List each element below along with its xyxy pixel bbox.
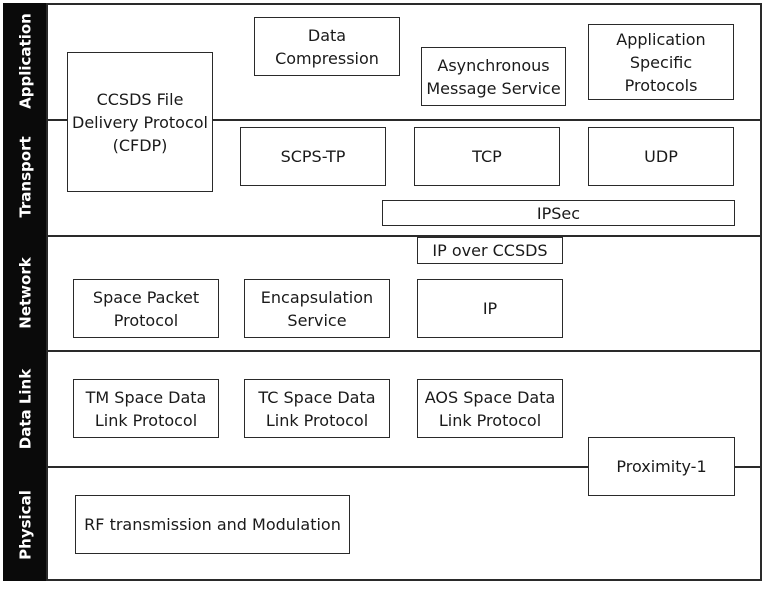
cfdp-box: CCSDS File Delivery Protocol (CFDP) (67, 52, 213, 192)
divider-application-transport (46, 119, 762, 121)
encapsulation-box: Encapsulation Service (244, 279, 390, 338)
layer-label-bar (3, 3, 46, 581)
tm-sdlp-box: TM Space Data Link Protocol (73, 379, 219, 438)
ip-box: IP (417, 279, 563, 338)
app-specific-label: Application Specific Protocols (616, 29, 706, 95)
tm-sdlp-label: TM Space Data Link Protocol (85, 387, 207, 430)
tc-sdlp-label: TC Space Data Link Protocol (258, 387, 376, 430)
rf-modulation-box: RF transmission and Modulation (75, 495, 350, 554)
proximity-1-box: Proximity-1 (588, 437, 735, 496)
aos-sdlp-label: AOS Space Data Link Protocol (424, 387, 556, 430)
udp-label: UDP (644, 147, 678, 166)
tcp-box: TCP (414, 127, 560, 186)
aos-sdlp-box: AOS Space Data Link Protocol (417, 379, 563, 438)
divider-transport-network (46, 235, 762, 237)
data-compression-box: Data Compression (254, 17, 400, 76)
divider-network-datalink (46, 350, 762, 352)
ams-box: Asynchronous Message Service (421, 47, 566, 106)
scps-tp-label: SCPS-TP (280, 147, 346, 166)
rf-modulation-label: RF transmission and Modulation (84, 515, 341, 534)
udp-box: UDP (588, 127, 734, 186)
proximity-1-label: Proximity-1 (616, 457, 707, 476)
scps-tp-box: SCPS-TP (240, 127, 386, 186)
cfdp-label: CCSDS File Delivery Protocol (CFDP) (72, 89, 208, 155)
layer-label-network: Network (16, 257, 35, 329)
diagram-frame (46, 3, 762, 581)
ams-label: Asynchronous Message Service (426, 55, 561, 98)
layer-label-data-link: Data Link (16, 368, 35, 450)
data-compression-label: Data Compression (275, 25, 379, 68)
ip-over-ccsds-box: IP over CCSDS (417, 237, 563, 264)
ip-over-ccsds-label: IP over CCSDS (432, 241, 548, 260)
tcp-label: TCP (472, 147, 502, 166)
tc-sdlp-box: TC Space Data Link Protocol (244, 379, 390, 438)
app-specific-box: Application Specific Protocols (588, 24, 734, 100)
ipsec-label: IPSec (536, 203, 581, 223)
divider-datalink-physical (46, 466, 762, 468)
space-packet-label: Space Packet Protocol (92, 287, 200, 330)
layer-label-transport: Transport (16, 136, 35, 218)
encapsulation-label: Encapsulation Service (260, 287, 374, 330)
ipsec-box: IPSec (382, 200, 735, 226)
layer-label-physical: Physical (16, 490, 35, 560)
space-packet-box: Space Packet Protocol (73, 279, 219, 338)
layer-label-application: Application (16, 13, 35, 109)
ip-label: IP (482, 299, 498, 318)
